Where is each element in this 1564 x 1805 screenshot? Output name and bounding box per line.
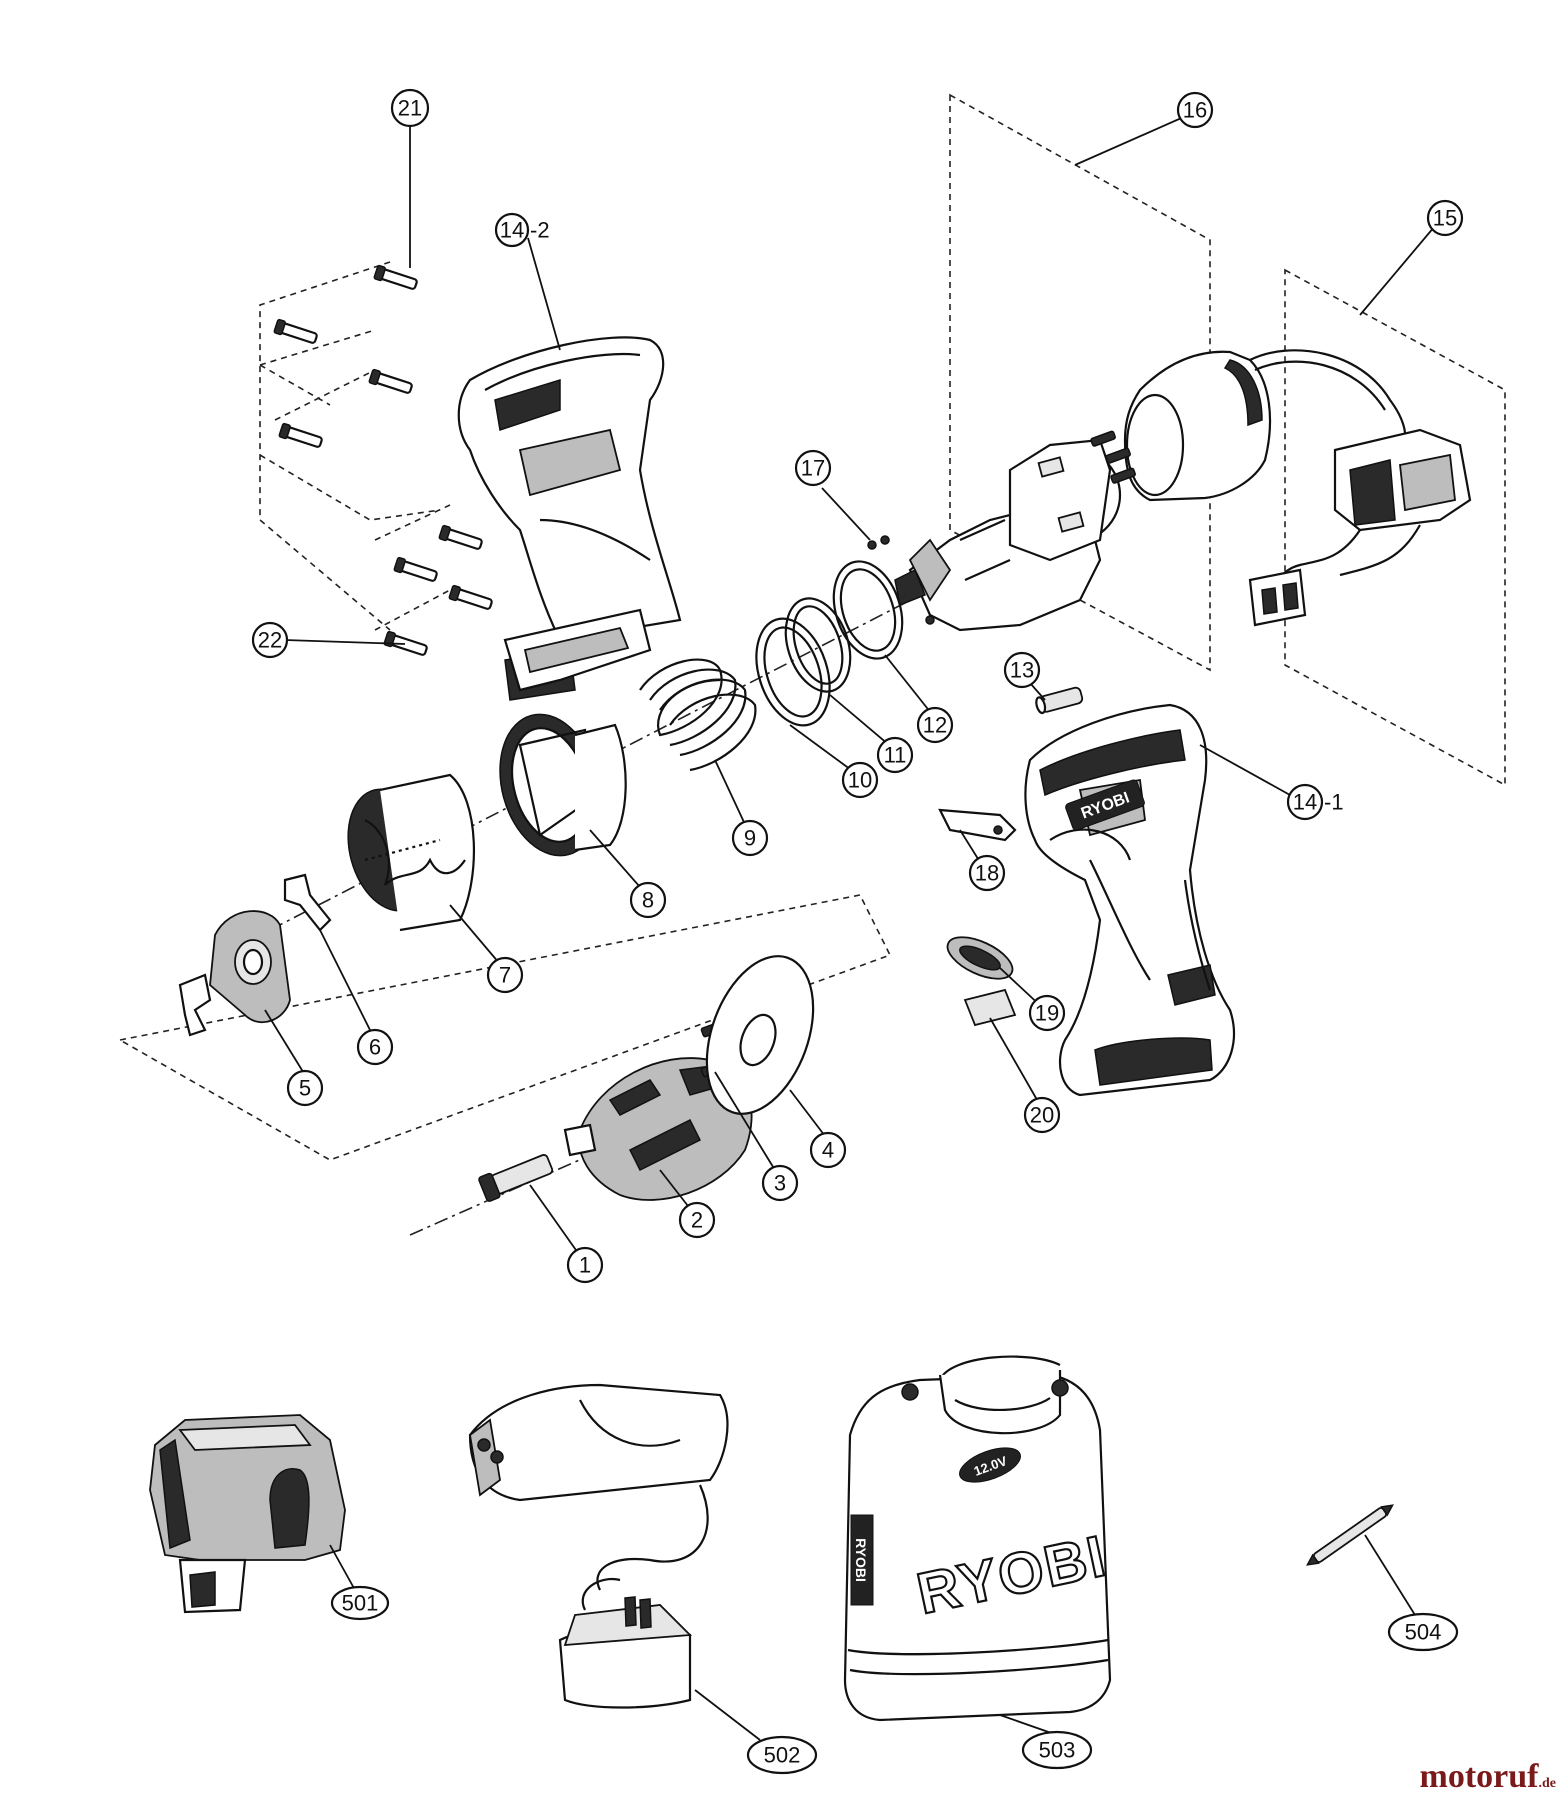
callout-14-1: 14 -1 [1286,783,1344,821]
svg-text:2: 2 [691,1208,703,1233]
battery-pack [149,1414,346,1614]
chuck-group-box [117,894,892,1161]
callout-504: 504 [1387,1612,1459,1652]
svg-text:6: 6 [369,1035,381,1060]
screw-set [273,264,493,656]
gear-housing-ring [499,713,627,857]
svg-text:501: 501 [342,1591,379,1616]
svg-text:20: 20 [1030,1103,1054,1128]
callout-7: 7 [486,956,524,994]
svg-text:-1: -1 [1324,790,1344,815]
svg-text:17: 17 [801,456,825,481]
clip-18 [938,808,1017,842]
callout-2: 2 [678,1201,716,1239]
callout-13: 13 [1003,651,1041,689]
svg-text:22: 22 [258,628,282,653]
svg-text:4: 4 [822,1138,834,1163]
motor-switch-assembly [1090,349,1472,627]
housing-left-half [457,336,682,701]
case-voltage-badge: 12.0V [959,1447,1021,1483]
svg-text:12: 12 [923,713,947,738]
washer-11 [784,597,852,693]
battery-charger [468,1383,729,1709]
callout-22: 22 [251,621,289,659]
level-19 [946,936,1014,980]
svg-text:19: 19 [1035,1001,1059,1026]
callout-21: 21 [390,88,430,128]
gearbox-motor-unit [894,438,1122,632]
callout-14-2: 14 -2 [494,212,550,248]
svg-text:9: 9 [744,826,756,851]
carry-case: 12.0V RYOBI RYOBI [843,1355,1114,1722]
callout-17: 17 [794,449,832,487]
motor-group-box [949,93,1211,672]
chuck-bolt [478,1154,554,1202]
svg-text:14: 14 [500,218,524,243]
svg-text:21: 21 [398,96,422,121]
clip-left [178,973,212,1037]
screwdriver-bit [1306,1504,1394,1566]
callout-503: 503 [1021,1730,1093,1770]
callout-6: 6 [356,1028,394,1066]
svg-text:11: 11 [884,743,907,768]
callout-502: 502 [746,1735,818,1775]
callout-12: 12 [916,706,954,744]
svg-text:7: 7 [499,963,511,988]
svg-text:18: 18 [975,861,999,886]
callout-19: 19 [1028,994,1066,1032]
svg-text:8: 8 [642,888,654,913]
clip-spring [283,873,332,932]
housing-right-half [1024,703,1235,1097]
svg-text:10: 10 [848,768,872,793]
clutch-ring [347,773,476,932]
callout-10: 10 [841,761,879,799]
callout-9: 9 [731,819,769,857]
callout-11: 11 [876,736,914,774]
case-side-brand-text: RYOBI [853,1538,869,1582]
washer-12 [832,560,904,660]
svg-text:-2: -2 [530,218,550,243]
svg-text:3: 3 [774,1171,786,1196]
svg-text:14: 14 [1293,790,1317,815]
callout-15: 15 [1426,199,1464,237]
svg-text:16: 16 [1183,98,1207,123]
case-side-brand: RYOBI [850,1514,874,1606]
leader-lines [264,111,1441,1741]
svg-text:13: 13 [1010,658,1034,683]
bit-holder-13 [1035,686,1084,715]
callout-16: 16 [1176,91,1214,129]
chuck-plate [705,955,815,1115]
callout-4: 4 [809,1131,847,1169]
label-20 [963,988,1017,1027]
callout-1: 1 [566,1246,604,1284]
spring-coil [639,658,757,772]
svg-text:503: 503 [1039,1738,1076,1763]
svg-text:15: 15 [1433,206,1457,231]
callout-20: 20 [1023,1096,1061,1134]
callout-8: 8 [629,881,667,919]
callout-5: 5 [286,1069,324,1107]
screw-group-bracket [259,261,391,631]
svg-text:502: 502 [764,1743,801,1768]
svg-text:5: 5 [299,1076,311,1101]
callout-3: 3 [761,1164,799,1202]
callout-18: 18 [968,854,1006,892]
switch-group-box [1284,268,1506,787]
callout-501: 501 [330,1585,390,1621]
mode-ring [209,910,291,1024]
watermark-logo: motoruf.de [1419,1758,1556,1795]
washer-10 [755,617,831,727]
svg-text:1: 1 [579,1253,591,1278]
svg-text:504: 504 [1405,1620,1442,1645]
